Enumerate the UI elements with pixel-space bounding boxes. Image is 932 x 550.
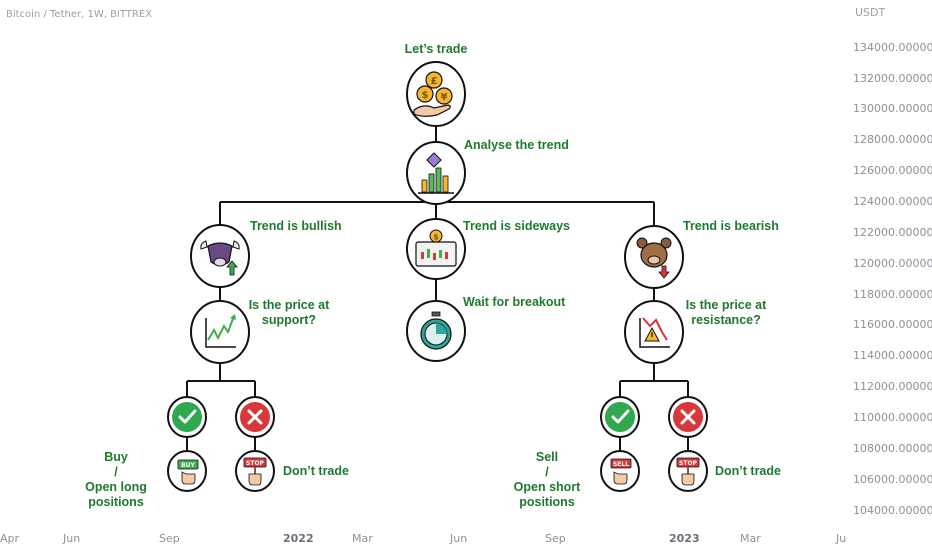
trend-analysis-icon	[406, 141, 466, 205]
bear-icon	[624, 225, 684, 289]
buy-button-hand-icon: BUY	[167, 450, 207, 492]
stop-sign-text: STOP	[246, 460, 265, 467]
time-tick: Jun	[63, 532, 81, 545]
label-dont-trade-right: Don’t trade	[715, 464, 781, 478]
time-tick: Sep	[545, 532, 566, 545]
price-tick: 104000.00000	[853, 504, 932, 517]
yen-symbol: ¥	[441, 92, 448, 103]
time-tick: Mar	[740, 532, 761, 545]
price-tick: 108000.00000	[853, 442, 932, 455]
price-tick: 124000.00000	[853, 195, 932, 208]
price-tick: 114000.00000	[853, 349, 932, 362]
time-tick: Apr	[0, 532, 20, 545]
pound-symbol: £	[431, 76, 438, 87]
dollar-symbol: $	[433, 233, 439, 242]
label-trend-bearish: Trend is bearish	[683, 219, 779, 233]
price-tick: 132000.00000	[853, 72, 932, 85]
currency-label: USDT	[855, 6, 886, 19]
sell-sign-text: SELL	[613, 461, 629, 468]
price-tick: 120000.00000	[853, 257, 932, 270]
check-icon	[600, 396, 640, 438]
label-price-at-support: Is the price at support?	[248, 298, 330, 327]
time-tick: 2022	[283, 532, 314, 545]
uptrend-chart-icon	[190, 300, 250, 364]
price-tick: 112000.00000	[853, 380, 932, 393]
label-trend-bullish: Trend is bullish	[250, 219, 342, 233]
price-tick: 128000.00000	[853, 133, 932, 146]
time-tick: 2023	[669, 532, 700, 545]
coins-hand-icon: £ $ ¥	[406, 61, 466, 127]
sideways-chart-icon: $	[406, 218, 466, 280]
stop-sign-text: STOP	[679, 460, 698, 467]
price-tick: 122000.00000	[853, 226, 932, 239]
price-tick: 126000.00000	[853, 164, 932, 177]
time-tick: Mar	[352, 532, 373, 545]
label-trend-sideways: Trend is sideways	[463, 219, 570, 233]
symbol-info: Bitcoin / Tether, 1W, BITTREX	[6, 9, 153, 20]
price-tick: 106000.00000	[853, 473, 932, 486]
label-wait-breakout: Wait for breakout	[463, 295, 566, 309]
label-price-at-resistance: Is the price at resistance?	[685, 298, 767, 327]
dollar-symbol: $	[422, 90, 429, 101]
cross-icon	[668, 396, 708, 438]
cross-icon	[235, 396, 275, 438]
stop-sign-hand-icon: STOP	[668, 450, 708, 492]
label-buy-open-long: Buy / Open long positions	[85, 450, 147, 509]
price-tick: 116000.00000	[853, 318, 932, 331]
label-analyse-trend: Analyse the trend	[464, 138, 569, 152]
time-tick: Sep	[159, 532, 180, 545]
label-sell-open-short: Sell / Open short positions	[513, 450, 581, 509]
time-tick: Ju	[836, 532, 847, 545]
price-tick: 130000.00000	[853, 102, 932, 115]
buy-sign-text: BUY	[181, 462, 195, 469]
label-lets-trade: Let’s trade	[404, 42, 468, 56]
time-tick: Jun	[450, 532, 468, 545]
price-tick: 134000.00000	[853, 41, 932, 54]
sell-button-hand-icon: SELL	[600, 450, 640, 492]
label-dont-trade-left: Don’t trade	[283, 464, 349, 478]
downtrend-warning-icon	[624, 300, 684, 364]
bull-icon	[190, 224, 250, 288]
check-icon	[167, 396, 207, 438]
price-tick: 110000.00000	[853, 411, 932, 424]
stop-sign-hand-icon: STOP	[235, 450, 275, 492]
stopwatch-icon	[406, 300, 466, 362]
price-tick: 118000.00000	[853, 288, 932, 301]
